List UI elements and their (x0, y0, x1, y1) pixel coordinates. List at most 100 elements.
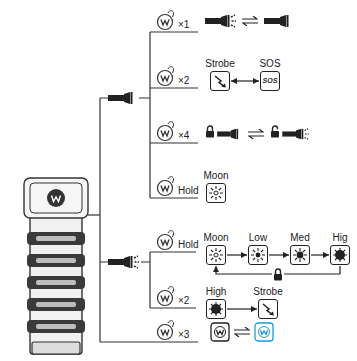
tree-line (100, 341, 198, 342)
press-count: ×1 (178, 19, 189, 32)
mode-box: Med (290, 232, 310, 265)
logo-button (47, 189, 65, 207)
mode-icon-box (206, 299, 226, 319)
mode-label: Strobe (253, 286, 282, 298)
button-indicator-on (255, 323, 273, 341)
tail-cap (32, 342, 80, 354)
mode-arrow (227, 254, 247, 255)
mode-label: Hig (332, 232, 347, 244)
tree-line (150, 32, 198, 198)
mode-label: High (206, 286, 227, 298)
tree-line (150, 252, 196, 308)
button-icon (155, 119, 177, 143)
press-count: ×3 (178, 329, 189, 342)
button-press: ×2 (155, 64, 189, 88)
button-icon (155, 318, 177, 342)
mode-icon-box (206, 245, 226, 265)
mode-box: Moon (203, 170, 228, 203)
grip-slot (36, 324, 76, 329)
mode-arrow (227, 308, 257, 309)
grip-slot (36, 280, 76, 285)
button-indicator-off (211, 323, 229, 341)
mode-arrow (269, 254, 289, 255)
grip-ring (27, 320, 85, 333)
button-press: Hold (155, 174, 199, 198)
mode-box: SOS SOS (259, 58, 280, 91)
mode-icon (332, 247, 348, 263)
mode-icon (212, 73, 228, 89)
mode-box: Hig (330, 232, 350, 265)
lock-patch (272, 268, 284, 282)
swap-arrows (234, 327, 250, 337)
flashlight-off-icon (108, 92, 133, 104)
button-press: ×1 (155, 8, 189, 32)
flashlight-on-icon (108, 256, 139, 268)
grip-ring (27, 298, 85, 311)
swap-arrows (248, 129, 264, 139)
mode-box: Strobe (253, 286, 282, 319)
flashlight-off-icon (217, 129, 238, 139)
icon-text: SOS (263, 77, 278, 85)
button-press: ×3 (155, 318, 189, 342)
mode-icon-box (248, 245, 268, 265)
mode-icon-box: SOS (260, 71, 280, 91)
logo-mark (52, 196, 61, 202)
grip-slot (36, 302, 76, 307)
button-icon (155, 8, 177, 32)
mode-icon-box (258, 299, 278, 319)
tree-branch (149, 252, 150, 308)
button-press: ×2 (155, 284, 189, 308)
mode-icon (292, 247, 308, 263)
button-press: Hold (155, 228, 199, 252)
button-icon (155, 228, 177, 252)
mode-label: Med (290, 232, 309, 244)
grip-ring (27, 276, 85, 289)
flashlight-off-icon (264, 15, 289, 27)
press-count: Hold (178, 185, 199, 198)
mode-icon-box (330, 245, 350, 265)
mode-icon (208, 185, 224, 201)
unlock-icon (271, 126, 279, 138)
lock-icon (206, 126, 214, 138)
swap-arrows (242, 16, 258, 26)
flashlight-on-icon (205, 15, 236, 27)
head-panel (30, 183, 82, 213)
flashlight-illustration (24, 178, 88, 354)
mode-label: Moon (203, 170, 228, 182)
button-icon (155, 174, 177, 198)
mode-label: SOS (259, 58, 280, 70)
button-icon (155, 64, 177, 88)
button-icon (155, 284, 177, 308)
mode-arrow (311, 254, 329, 255)
mode-icon (260, 301, 276, 317)
mode-icon-box (210, 71, 230, 91)
lock-icon (274, 269, 282, 281)
mode-label: Moon (203, 232, 228, 244)
mode-box: Strobe (205, 58, 234, 91)
press-count: Hold (178, 239, 199, 252)
grip-slot (36, 236, 76, 241)
tree-branch (149, 32, 150, 198)
mode-box: High (206, 286, 227, 319)
grip-ring (27, 254, 85, 267)
mode-icon (250, 247, 266, 263)
press-count: ×2 (178, 75, 189, 88)
mode-arrow (231, 80, 259, 81)
mode-label: Strobe (205, 58, 234, 70)
grip-rings (27, 232, 85, 333)
mode-icon-box (206, 183, 226, 203)
grip-ring (27, 232, 85, 245)
flashlight-on-icon (282, 129, 309, 139)
press-count: ×2 (178, 295, 189, 308)
grip-slot (36, 258, 76, 263)
mode-icon-box (290, 245, 310, 265)
button-press: ×4 (155, 119, 189, 143)
flashlight-head (24, 178, 88, 218)
press-count: ×4 (178, 130, 189, 143)
mode-box: Moon (203, 232, 228, 265)
tree-line (88, 214, 100, 215)
